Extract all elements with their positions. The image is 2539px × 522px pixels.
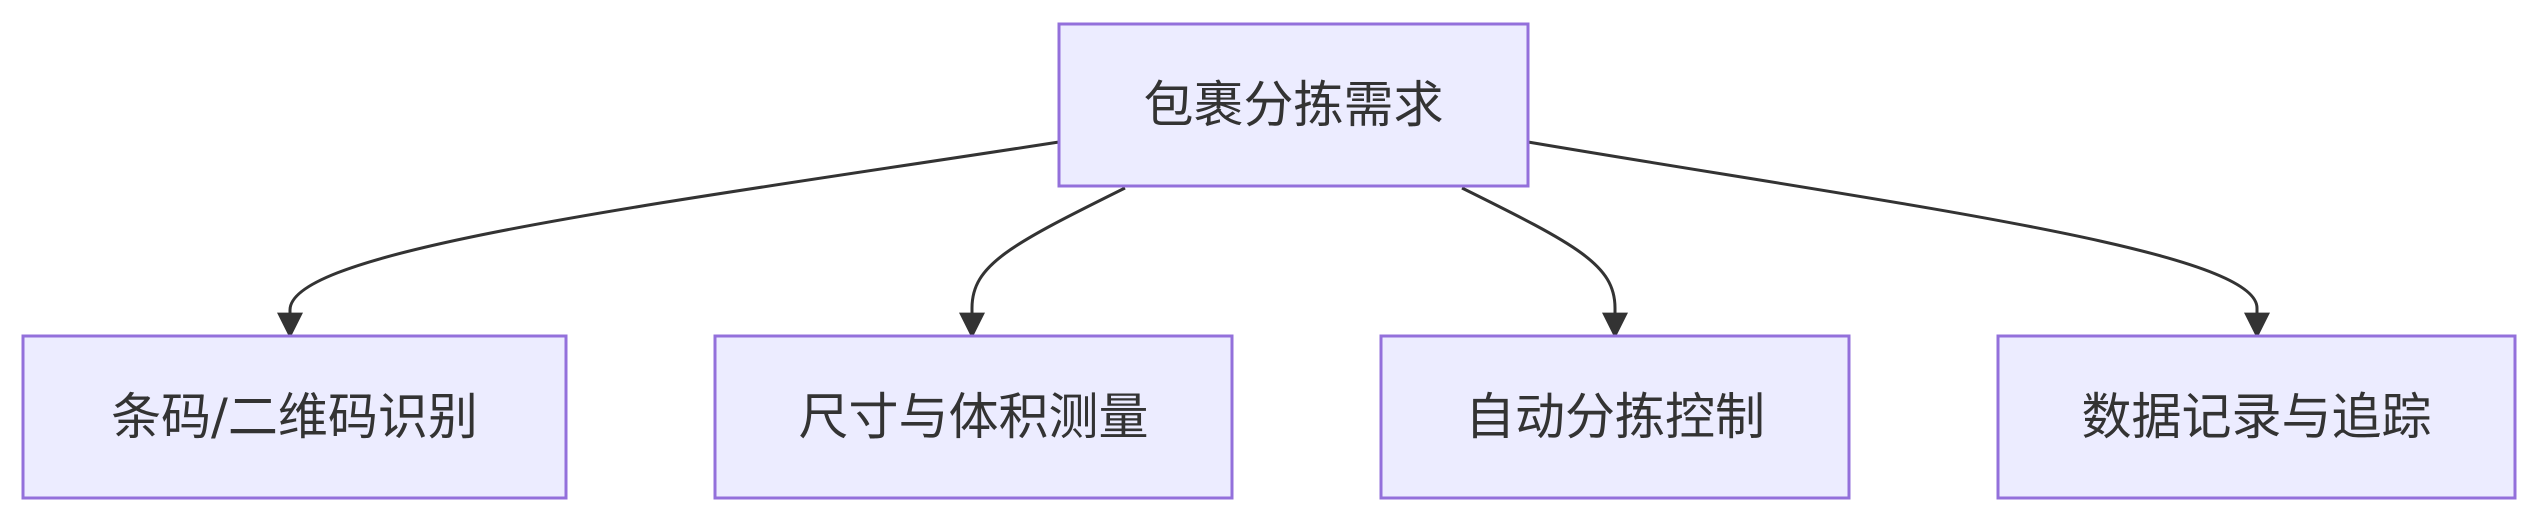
node-root[interactable]: 包裹分拣需求	[1057, 22, 1530, 188]
node-auto-sorting-control-label: 自动分拣控制	[1465, 388, 1765, 446]
edge-root-to-barcode-recognition	[277, 140, 1060, 339]
node-size-volume-measurement[interactable]: 尺寸与体积测量	[713, 334, 1234, 500]
edges	[277, 140, 2270, 339]
node-root-box	[1057, 22, 1530, 188]
node-barcode-recognition[interactable]: 条码/二维码识别	[21, 334, 568, 500]
node-barcode-recognition-label: 条码/二维码识别	[111, 388, 478, 446]
node-data-record-tracking[interactable]: 数据记录与追踪	[1996, 334, 2517, 500]
edge-root-to-size-volume-measurement	[959, 186, 1126, 339]
edge-root-to-auto-sorting-control	[1461, 186, 1628, 339]
edge-root-to-data-record-tracking	[1527, 140, 2270, 339]
node-auto-sorting-control-box	[1379, 334, 1851, 500]
node-size-volume-measurement-label: 尺寸与体积测量	[799, 388, 1149, 446]
node-root-label: 包裹分拣需求	[1144, 76, 1444, 134]
node-size-volume-measurement-box	[713, 334, 1234, 500]
node-data-record-tracking-label: 数据记录与追踪	[2082, 388, 2432, 446]
node-auto-sorting-control[interactable]: 自动分拣控制	[1379, 334, 1851, 500]
node-data-record-tracking-box	[1996, 334, 2517, 500]
node-barcode-recognition-box	[21, 334, 568, 500]
